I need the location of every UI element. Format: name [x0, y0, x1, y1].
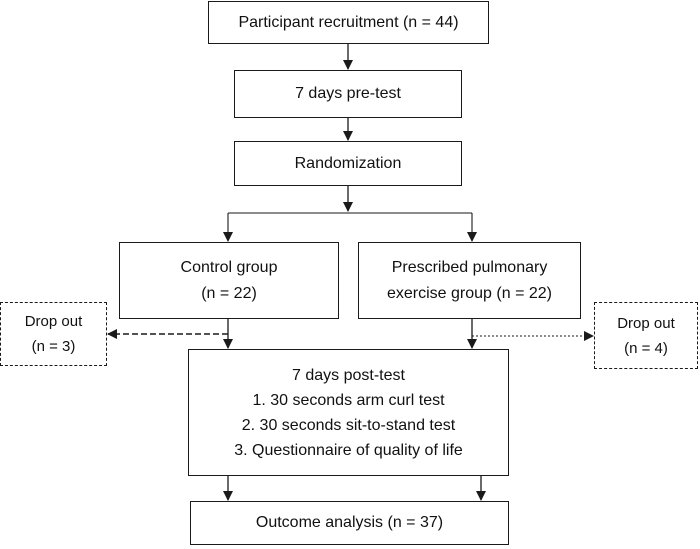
dropout-right-box: Drop out (n = 4) [594, 302, 698, 369]
recruitment-box: Participant recruitment (n = 44) [208, 1, 489, 44]
randomization-box: Randomization [234, 141, 462, 186]
exercise-group-count: exercise group (n = 22) [387, 284, 552, 302]
posttest-item: 1. 30 seconds arm curl test [252, 391, 445, 409]
randomization-text: Randomization [294, 154, 402, 172]
exercise-group-box: Prescribed pulmonary exercise group (n =… [358, 242, 581, 319]
control-group-box: Control group (n = 22) [119, 242, 339, 319]
dropout-right-count: (n = 4) [624, 339, 668, 357]
dropout-right-title: Drop out [617, 314, 675, 332]
control-group-count: (n = 22) [201, 284, 257, 302]
pretest-box: 7 days pre-test [234, 70, 462, 118]
outcome-box: Outcome analysis (n = 37) [190, 501, 509, 545]
posttest-box: 7 days post-test 1. 30 seconds arm curl … [188, 349, 509, 476]
recruitment-text: Participant recruitment (n = 44) [238, 13, 459, 31]
dropout-left-title: Drop out [24, 313, 83, 330]
outcome-text: Outcome analysis (n = 37) [255, 514, 444, 531]
dropout-left-count: (n = 3) [31, 338, 76, 355]
exercise-group-title: Prescribed pulmonary [391, 258, 548, 276]
posttest-item: 2. 30 seconds sit-to-stand test [241, 416, 456, 434]
posttest-item: 3. Questionnaire of quality of life [234, 441, 463, 459]
dropout-left-box: Drop out (n = 3) [0, 302, 107, 366]
pretest-text: 7 days pre-test [295, 85, 401, 102]
posttest-title: 7 days post-test [292, 366, 405, 384]
control-group-title: Control group [180, 258, 278, 276]
